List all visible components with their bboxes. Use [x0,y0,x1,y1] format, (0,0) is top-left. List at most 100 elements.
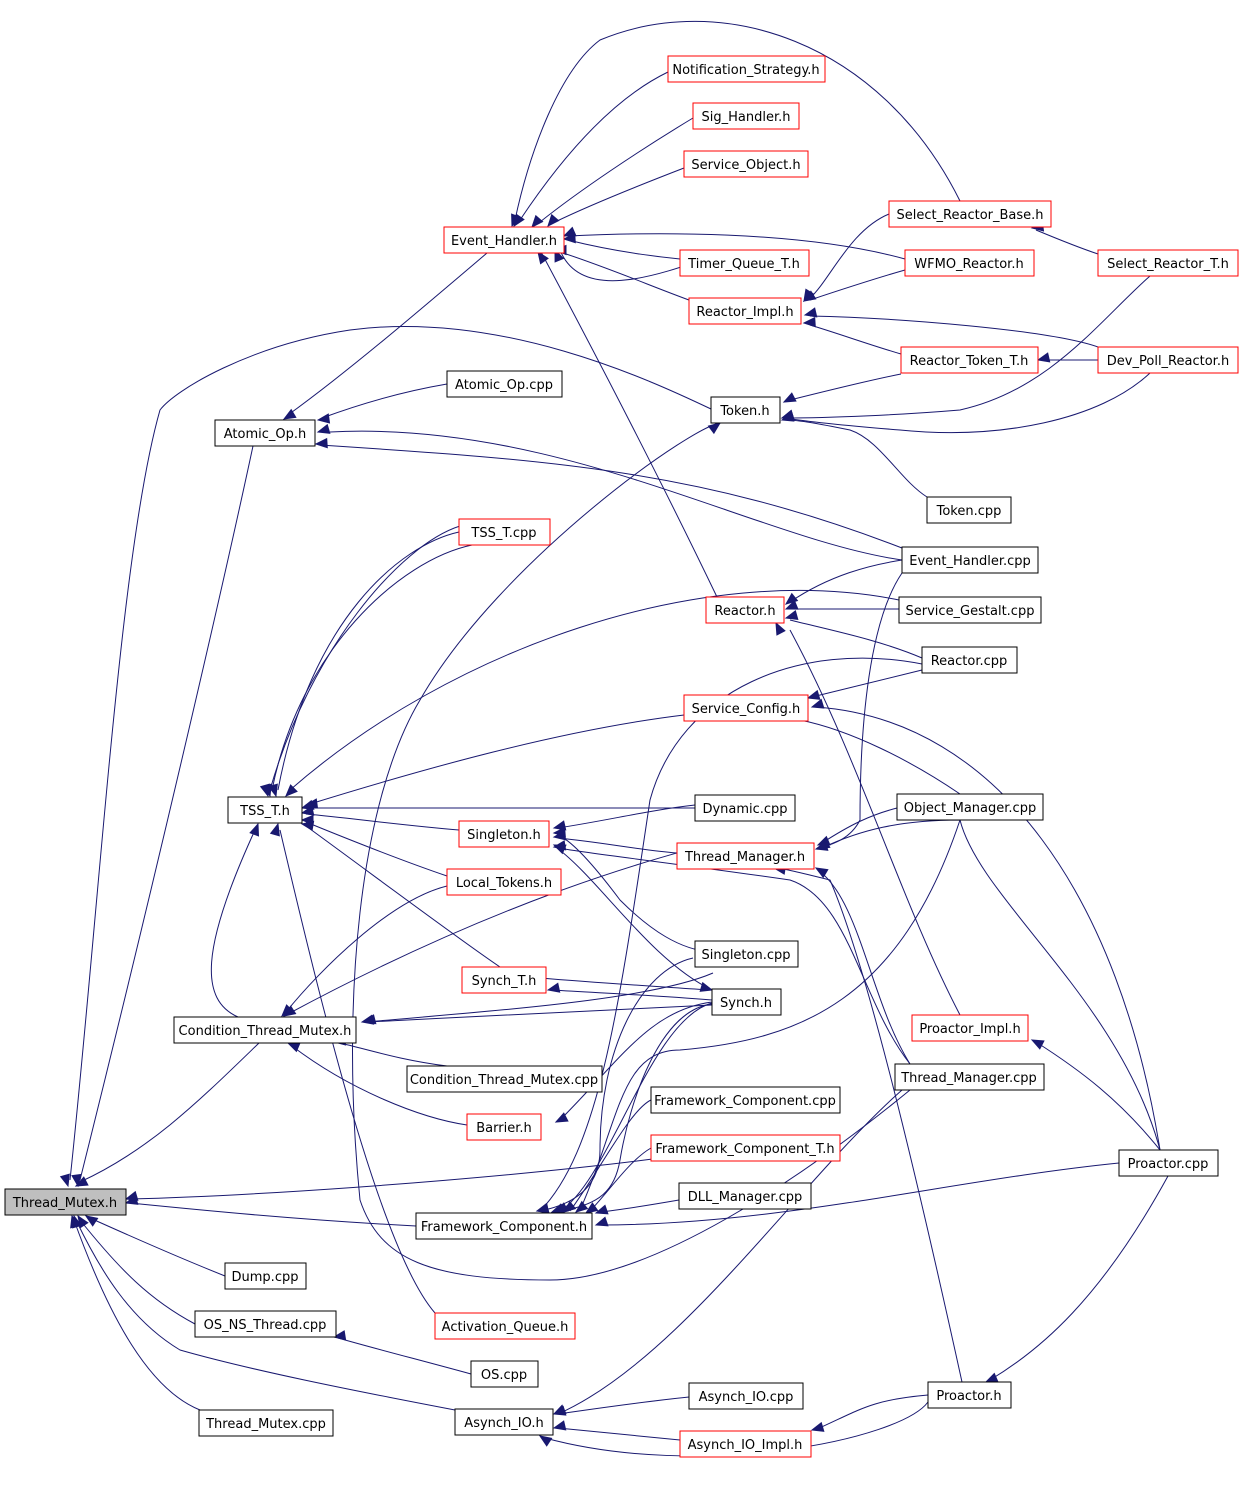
node-reactor-h[interactable]: Reactor.h [705,596,785,624]
dependency-edge [562,1099,652,1213]
node-atomic-op-cpp[interactable]: Atomic_Op.cpp [446,370,563,398]
node-dump-cpp[interactable]: Dump.cpp [224,1262,307,1290]
node-asynch-io-cpp[interactable]: Asynch_IO.cpp [688,1382,804,1410]
node-proactor-impl-h[interactable]: Proactor_Impl.h [911,1014,1029,1042]
node-service-gestalt-cpp[interactable]: Service_Gestalt.cpp [898,596,1042,624]
dependency-edge [261,544,473,798]
node-atomic-op-h[interactable]: Atomic_Op.h [214,419,316,447]
svg-text:Thread_Manager.cpp: Thread_Manager.cpp [900,1071,1037,1086]
node-event-handler-h[interactable]: Event_Handler.h [443,226,565,254]
svg-text:Reactor.h: Reactor.h [714,604,775,619]
dependency-edge [594,1162,1120,1227]
node-thread-manager-cpp[interactable]: Thread_Manager.cpp [894,1063,1045,1091]
node-singleton-h[interactable]: Singleton.h [458,820,550,848]
node-thread-mutex-h[interactable]: Thread_Mutex.h [4,1188,127,1216]
node-wfmo-reactor-h[interactable]: WFMO_Reactor.h [904,249,1035,277]
node-reactor-token-t-h[interactable]: Reactor_Token_T.h [900,346,1039,374]
arrowhead [803,307,818,318]
node-framework-component-cpp[interactable]: Framework_Component.cpp [650,1086,841,1114]
node-reactor-cpp[interactable]: Reactor.cpp [921,646,1018,674]
dependency-edge [552,804,696,831]
dependency-edge [552,830,678,854]
arrowhead [784,609,799,620]
node-asynch-io-h[interactable]: Asynch_IO.h [454,1408,554,1436]
node-service-object-h[interactable]: Service_Object.h [683,150,809,178]
node-timer-queue-t-h[interactable]: Timer_Queue_T.h [679,249,810,277]
edge-line [337,1337,472,1375]
node-token-cpp[interactable]: Token.cpp [926,496,1012,524]
dependency-edge [802,269,906,302]
node-service-config-h[interactable]: Service_Config.h [683,694,809,722]
node-select-reactor-t-h[interactable]: Select_Reactor_T.h [1097,249,1239,277]
node-synch-t-h[interactable]: Synch_T.h [461,966,547,994]
dependency-edge [552,840,911,1065]
svg-text:Thread_Mutex.cpp: Thread_Mutex.cpp [205,1417,326,1432]
edge-line [557,834,713,953]
arrowhead [281,1004,294,1017]
arrowhead [814,840,829,851]
node-thread-mutex-cpp[interactable]: Thread_Mutex.cpp [198,1409,334,1437]
node-dynamic-cpp[interactable]: Dynamic.cpp [694,794,796,822]
arrowhead [314,437,328,449]
dependency-edge [513,71,669,228]
node-tss-t-cpp[interactable]: TSS_T.cpp [458,518,551,546]
arrowhead [802,316,816,328]
dependency-edge [535,957,694,1213]
node-tss-t-h[interactable]: TSS_T.h [227,796,303,824]
dependency-edge [803,307,1099,348]
node-proactor-h[interactable]: Proactor.h [927,1381,1012,1409]
node-sig-handler-h[interactable]: Sig_Handler.h [692,102,800,130]
edge-line [789,629,961,1016]
node-synch-h[interactable]: Synch.h [711,988,782,1016]
arrowhead [535,1202,550,1213]
dependency-edge [814,867,911,1065]
arrowhead [249,822,260,837]
node-barrier-h[interactable]: Barrier.h [466,1113,542,1141]
node-notification-strategy-h[interactable]: Notification_Strategy.h [667,55,826,83]
dependency-edge [300,820,501,968]
edge-line [557,1396,690,1415]
svg-text:Asynch_IO_Impl.h: Asynch_IO_Impl.h [688,1438,803,1453]
dependency-edge [124,1149,714,1201]
node-singleton-cpp[interactable]: Singleton.cpp [694,940,799,968]
edge-line [784,372,1151,434]
node-condition-thread-mutex-cpp[interactable]: Condition_Thread_Mutex.cpp [406,1065,603,1093]
dependency-edge [552,1420,681,1441]
edge-line [554,167,685,223]
node-reactor-impl-h[interactable]: Reactor_Impl.h [688,297,802,325]
svg-text:Proactor.cpp: Proactor.cpp [1128,1157,1209,1172]
node-framework-component-h[interactable]: Framework_Component.h [415,1212,593,1240]
arrowhead [707,422,722,435]
edge-line [789,559,903,603]
svg-text:Barrier.h: Barrier.h [476,1121,531,1136]
edge-line [319,444,903,549]
node-dev-poll-reactor-h[interactable]: Dev_Poll_Reactor.h [1097,346,1239,374]
svg-text:Dev_Poll_Reactor.h: Dev_Poll_Reactor.h [1107,354,1229,369]
node-condition-thread-mutex-h[interactable]: Condition_Thread_Mutex.h [173,1016,357,1044]
node-asynch-io-impl-h[interactable]: Asynch_IO_Impl.h [679,1430,812,1458]
node-token-h[interactable]: Token.h [710,396,781,424]
node-os-ns-thread-cpp[interactable]: OS_NS_Thread.cpp [194,1310,337,1338]
dependency-edge [547,167,685,227]
node-object-manager-cpp[interactable]: Object_Manager.cpp [896,793,1044,821]
arrowhead [552,820,567,831]
svg-text:Singleton.cpp: Singleton.cpp [701,948,790,963]
svg-text:Framework_Component.h: Framework_Component.h [421,1220,587,1235]
node-select-reactor-base-h[interactable]: Select_Reactor_Base.h [888,200,1052,228]
node-activation-queue-h[interactable]: Activation_Queue.h [434,1312,576,1340]
arrowhead [538,1435,553,1447]
node-framework-component-t-h[interactable]: Framework_Component_T.h [650,1134,841,1162]
svg-text:Activation_Queue.h: Activation_Queue.h [442,1320,569,1335]
node-dll-manager-cpp[interactable]: DLL_Manager.cpp [678,1182,812,1210]
arrowhead [537,250,549,265]
edge-line [809,213,890,299]
arrowhead [802,290,817,302]
dependency-edge [281,885,448,1017]
node-thread-manager-h[interactable]: Thread_Manager.h [676,842,815,870]
arrowhead [332,1330,347,1341]
node-local-tokens-h[interactable]: Local_Tokens.h [446,868,562,896]
node-os-cpp[interactable]: OS.cpp [470,1360,539,1388]
dependency-edge [816,819,1161,1151]
node-event-handler-cpp[interactable]: Event_Handler.cpp [901,546,1039,574]
node-proactor-cpp[interactable]: Proactor.cpp [1118,1149,1219,1177]
